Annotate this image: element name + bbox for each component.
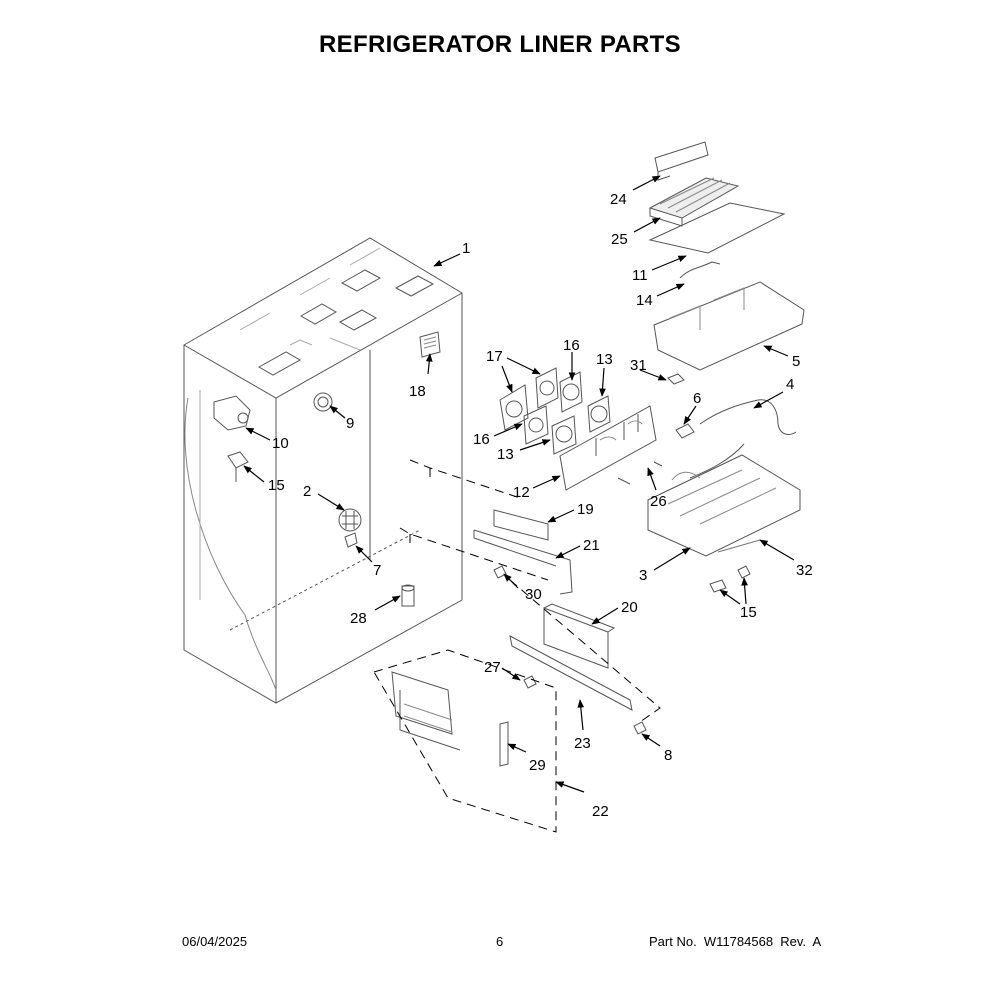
callout-10: 10	[272, 435, 289, 452]
callout-3: 3	[639, 567, 647, 584]
callout-8: 8	[664, 747, 672, 764]
callout-2: 2	[303, 483, 311, 500]
callout-32: 32	[796, 562, 813, 579]
callout-29: 29	[529, 757, 546, 774]
callout-12: 12	[513, 484, 530, 501]
fan-group	[499, 367, 611, 455]
part-3-fresh-food-liner-bottom	[647, 454, 801, 557]
callout-31: 31	[630, 357, 647, 374]
callout-5: 5	[792, 353, 800, 370]
part-4-wire-harness	[689, 399, 797, 479]
part-2-vent	[338, 508, 362, 532]
callout-13-lower: 13	[497, 446, 514, 463]
callout-18: 18	[409, 383, 426, 400]
callout-1: 1	[462, 240, 470, 257]
callout-16-upper: 16	[563, 337, 580, 354]
leader-lines	[243, 175, 795, 793]
part-29-trim	[499, 721, 509, 767]
part-12-fan-housing	[559, 405, 657, 491]
part-15-thermistor-right	[709, 565, 751, 593]
callout-30: 30	[525, 586, 542, 603]
callout-15-right: 15	[740, 604, 757, 621]
part-18-air-filter	[419, 331, 441, 358]
callout-22: 22	[592, 803, 609, 820]
diagram-title: REFRIGERATOR LINER PARTS	[319, 31, 681, 58]
footer-page-number: 6	[496, 934, 504, 949]
part-28-cap	[401, 584, 415, 607]
callout-15-left: 15	[268, 477, 285, 494]
callout-20: 20	[621, 599, 638, 616]
part-22-drawer-front-assembly	[391, 671, 461, 751]
part-30-screw	[493, 565, 507, 579]
callout-4: 4	[786, 376, 794, 393]
part-15-thermistor-left	[227, 451, 249, 482]
part-23-rail	[509, 635, 633, 711]
footer-date: 06/04/2025	[182, 934, 248, 949]
part-27-screw	[523, 675, 537, 689]
callout-13-upper: 13	[596, 351, 613, 368]
callout-23: 23	[574, 735, 591, 752]
callout-14: 14	[636, 292, 653, 309]
callout-6: 6	[693, 390, 701, 407]
part-6-bracket	[675, 423, 695, 439]
assembly-guides	[373, 459, 661, 833]
callout-19: 19	[577, 501, 594, 518]
part-32-label	[717, 539, 761, 553]
part-31-clip	[667, 373, 685, 385]
part-24-cover	[654, 141, 709, 181]
part-25-evaporator	[648, 177, 740, 227]
part-19-slide-bracket	[473, 509, 573, 595]
part-26-clip	[617, 461, 663, 485]
callout-7: 7	[373, 562, 381, 579]
part-9-grommet	[313, 392, 333, 412]
liner-cabinet	[183, 237, 463, 704]
part-8-screw	[633, 721, 647, 735]
callout-17: 17	[486, 348, 503, 365]
part-14-harness	[679, 261, 721, 279]
part-7-screw	[344, 532, 358, 548]
callout-labels: 1 2 3 4 5 6 7 8 9 10 11 12 13 13 14 15 1…	[268, 191, 813, 820]
callout-25: 25	[611, 231, 628, 248]
part-20-slide-bracket	[543, 603, 616, 669]
part-5-evaporator-tray	[653, 281, 805, 371]
callout-28: 28	[350, 610, 367, 627]
part-11-heater	[648, 202, 786, 254]
callout-26: 26	[650, 493, 667, 510]
part-10-damper	[213, 395, 251, 431]
callout-9: 9	[346, 415, 354, 432]
footer-part-number: Part No. W11784568 Rev. A	[649, 934, 822, 949]
callout-21: 21	[583, 537, 600, 554]
callout-11: 11	[632, 267, 648, 284]
callout-24: 24	[610, 191, 627, 208]
callout-16-lower: 16	[473, 431, 490, 448]
callout-27: 27	[484, 659, 501, 676]
